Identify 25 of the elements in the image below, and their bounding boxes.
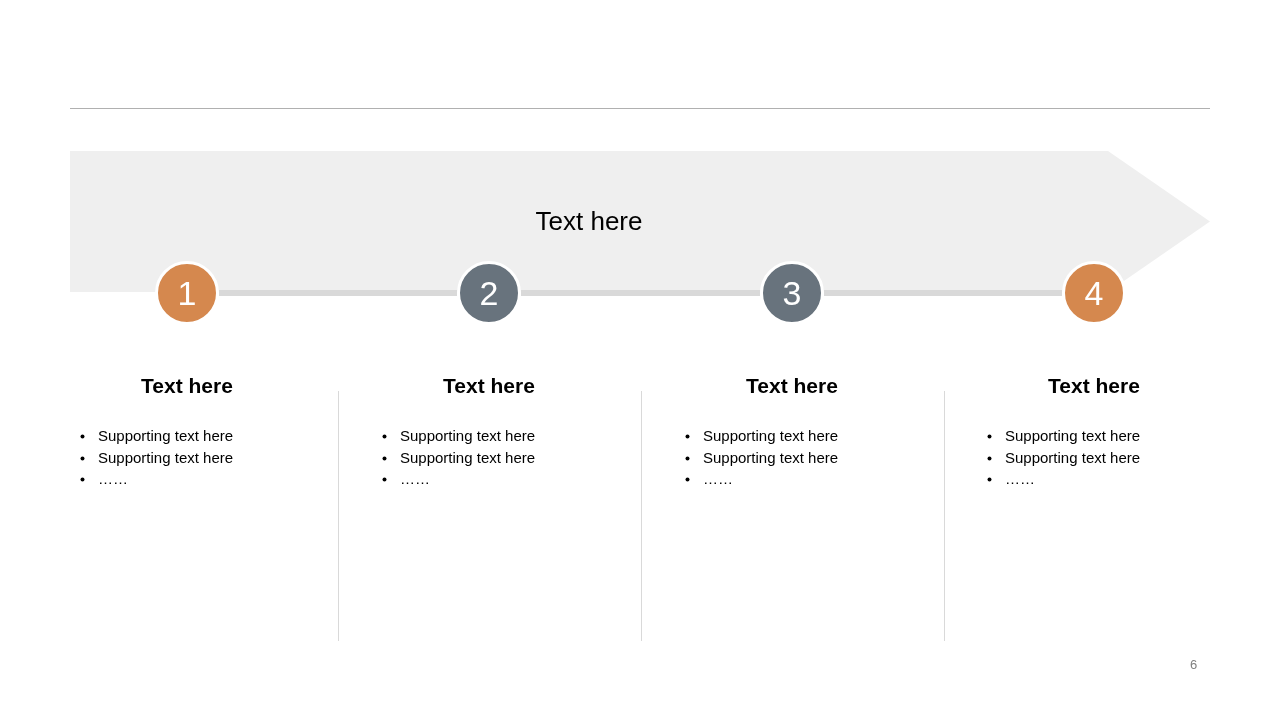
bullet-text: Supporting text here <box>400 448 536 467</box>
bullet-text: …… <box>98 470 128 488</box>
column-heading: Text here <box>443 374 535 397</box>
column-heading: Text here <box>141 374 233 397</box>
bullet-text: Supporting text here <box>400 427 536 445</box>
bullet-text: Supporting text here <box>1005 427 1141 445</box>
bullet-text: Supporting text here <box>98 427 234 445</box>
page-number: 6 <box>1190 657 1198 673</box>
bullet-text: Supporting text here <box>703 448 839 467</box>
bullet-text: …… <box>703 470 733 488</box>
bullet-text: …… <box>400 470 430 488</box>
column-heading: Text here <box>746 374 838 397</box>
step-number: 1 <box>177 275 197 311</box>
bullet-text: Supporting text here <box>1005 448 1141 467</box>
connector-line <box>824 290 1062 296</box>
bullet-text: Supporting text here <box>98 448 234 467</box>
connector-line <box>521 290 760 296</box>
step-number: 2 <box>479 275 499 311</box>
step-number: 4 <box>1084 275 1104 311</box>
bullet-text: …… <box>1005 470 1035 488</box>
banner-text: Text here <box>535 206 643 236</box>
column-heading: Text here <box>1048 374 1140 397</box>
step-number: 3 <box>782 275 802 311</box>
connector-line <box>219 290 457 296</box>
bullet-text: Supporting text here <box>703 427 839 445</box>
